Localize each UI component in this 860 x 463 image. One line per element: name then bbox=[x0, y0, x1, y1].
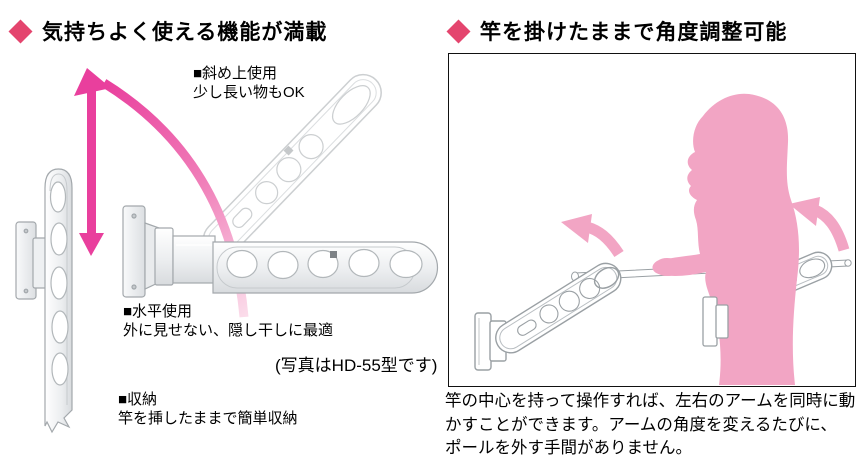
right-arm-bracket bbox=[702, 296, 729, 347]
person-silhouette bbox=[652, 93, 799, 385]
horizontal-use-label: ■水平使用 外に見せない、隠し干しに最適 bbox=[123, 303, 334, 339]
angle-adjust-illustration bbox=[474, 93, 852, 385]
description-text: 竿の中心を持って操作すれば、左右のアームを同時に動 かすことができます。アームの… bbox=[445, 392, 856, 457]
left-arm-tip-ring bbox=[593, 266, 620, 289]
rotate-arrow-left bbox=[561, 214, 624, 258]
rotate-arrow-right bbox=[789, 197, 850, 252]
diagonal-use-label: ■斜め上使用 少し長い物もOK bbox=[193, 65, 305, 101]
horizontal-arm bbox=[122, 205, 439, 298]
left-section-header: 気持ちよく使える機能が満載 bbox=[8, 16, 327, 46]
right-section-header: 竿を掛けたままで角度調整可能 bbox=[446, 16, 787, 46]
photo-model-note: (写真はHD-55型です) bbox=[275, 356, 438, 375]
diamond-icon bbox=[8, 19, 33, 43]
diamond-icon bbox=[446, 19, 471, 43]
hand bbox=[654, 258, 680, 276]
arc-arrowhead-icon bbox=[74, 68, 111, 96]
right-section-title: 竿を掛けたままで角度調整可能 bbox=[480, 21, 788, 44]
folded-arm bbox=[15, 168, 73, 434]
left-section-title: 気持ちよく使える機能が満載 bbox=[42, 21, 328, 44]
angle-adjust-figure bbox=[448, 53, 856, 387]
arm-positions-illustration bbox=[15, 68, 439, 434]
left-arm bbox=[474, 262, 622, 371]
vertical-double-arrow bbox=[79, 89, 104, 256]
diagonal-arm-ghost bbox=[202, 73, 382, 259]
storage-label: ■収納 竿を挿したままで簡単収納 bbox=[118, 391, 298, 427]
